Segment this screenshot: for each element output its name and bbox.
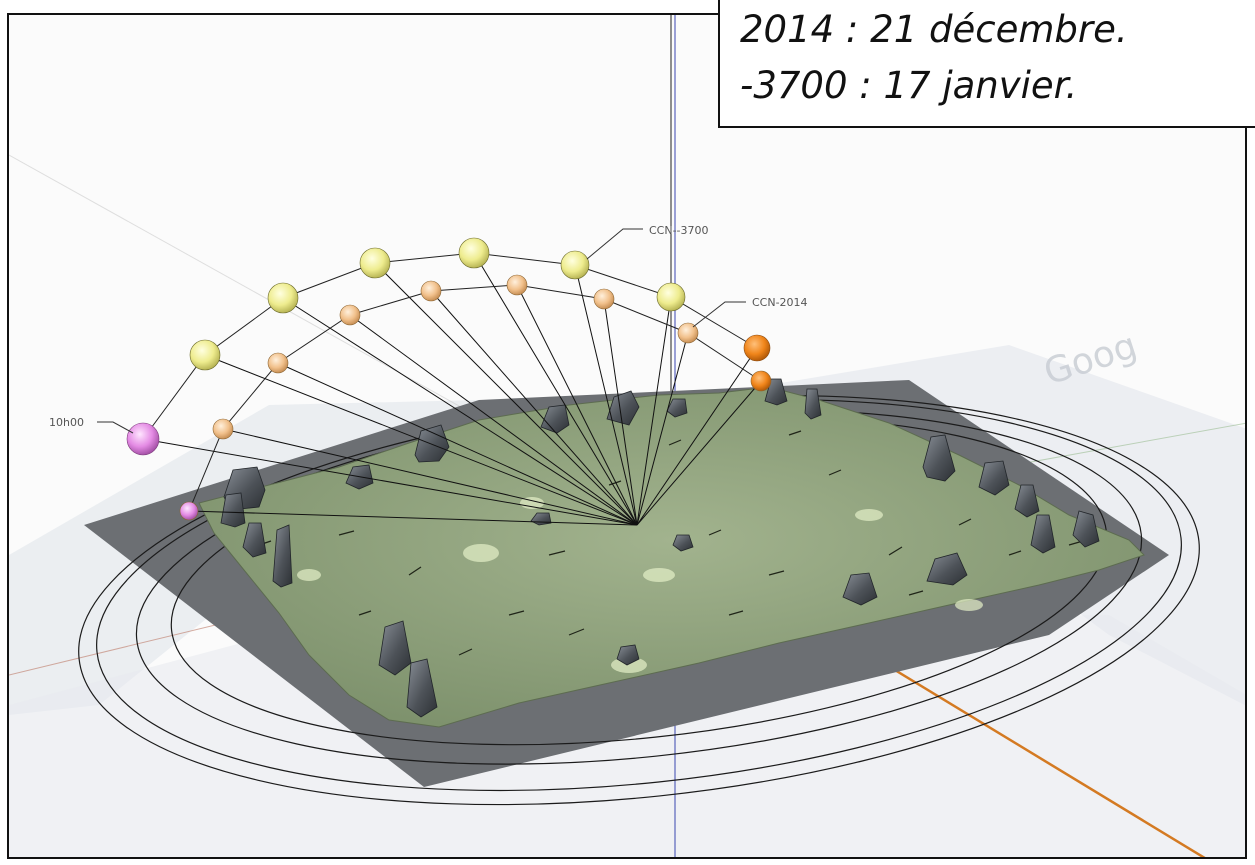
caption-box: 2014 : 21 décembre. -3700 : 17 janvier. [718,0,1255,128]
sun-sphere-sunset [743,334,771,362]
sun-positions-2014 [179,274,772,521]
stone [1072,510,1100,548]
sun-sphere [656,282,686,312]
stone [220,492,246,528]
stone [922,434,956,482]
sun-rays [142,252,762,526]
label-ccn-2014: CCN-2014 [752,296,808,309]
terrain-surface [198,386,1145,728]
sun-sphere [458,237,490,269]
sun-sphere [420,280,442,302]
stone [804,388,822,420]
stone [666,398,688,418]
stone [540,404,570,434]
stone [926,552,968,586]
sun-path-3700-arc [142,252,758,440]
standing-stones [220,378,1100,718]
label-10h00: 10h00 [49,416,84,429]
sun-sphere [267,282,299,314]
stone [414,424,450,463]
terrain-dashes [258,430,1084,656]
stone [406,658,438,718]
sun-sphere [677,322,699,344]
sun-sphere [339,304,361,326]
label-leaders [97,228,746,434]
sun-sphere [189,339,221,371]
stone [978,460,1010,496]
sun-sphere [179,501,199,521]
stone [1014,484,1040,518]
caption-line-2014: 2014 : 21 décembre. [740,8,1128,51]
stone [606,390,640,426]
sun-sphere [359,247,391,279]
stone [672,534,694,552]
sun-sphere [750,370,772,392]
stone [242,522,267,558]
stone [842,572,878,606]
sun-sphere [212,418,234,440]
sun-sphere [593,288,615,310]
stone [272,524,293,588]
megalith-3d-scene: Goog [9,15,1245,857]
scene-frame: Goog [7,13,1247,859]
label-ccn-3700: CCN--3700 [649,224,709,237]
sun-sphere-start [126,422,160,456]
caption-line-3700: -3700 : 17 janvier. [740,64,1078,107]
terrain-highlights [297,497,983,673]
sun-sphere [560,250,590,280]
stone [1030,514,1056,554]
stone [616,644,640,666]
stone [378,620,412,676]
sun-positions-3700 [189,237,686,371]
sun-sphere [267,352,289,374]
sun-sphere [506,274,528,296]
